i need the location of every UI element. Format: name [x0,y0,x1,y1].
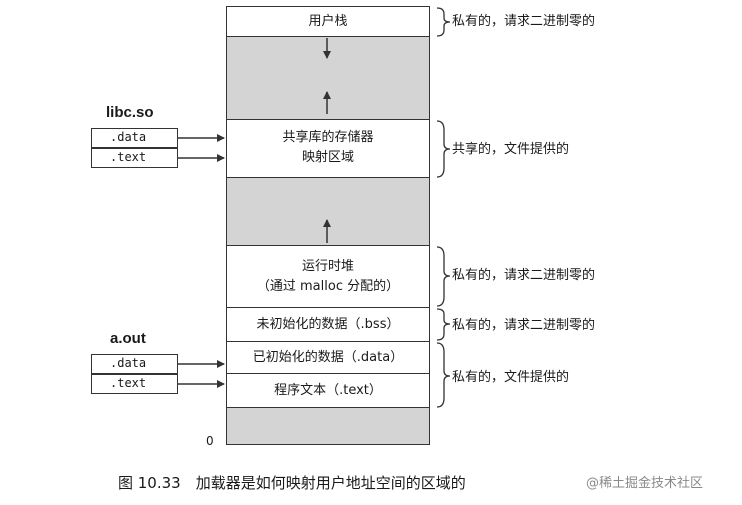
libc-text-box: .text [91,148,178,168]
text-label: 程序文本（.text） [274,383,382,398]
libc-data-box: .data [91,128,178,148]
heap-gap-region [226,177,430,245]
data-text-brace [436,342,451,408]
stack-brace [436,7,451,37]
shared-lib-label-line1: 共享库的存储器 [282,130,374,145]
stack-gap-region [226,36,430,119]
figure-caption: 图 10.33 加载器是如何映射用户地址空间的区域的 [118,474,466,492]
reserved-low-region [226,407,430,445]
address-zero-label: 0 [206,434,214,448]
shared-lib-segment: 共享库的存储器 映射区域 [226,119,430,177]
stack-annotation: 私有的，请求二进制零的 [452,14,596,29]
user-stack-segment: 用户栈 [226,6,430,36]
bss-segment: 未初始化的数据（.bss） [226,307,430,341]
heap-label-line2: （通过 malloc 分配的） [256,279,400,294]
data-segment: 已初始化的数据（.data） [226,341,430,373]
heap-label-line1: 运行时堆 [301,259,354,274]
libc-title: libc.so [106,104,154,121]
watermark: @稀土掘金技术社区 [586,476,704,491]
text-segment: 程序文本（.text） [226,373,430,407]
bss-annotation: 私有的，请求二进制零的 [452,318,596,333]
aout-title: a.out [110,330,146,347]
shared-annotation: 共享的，文件提供的 [452,142,570,157]
user-stack-label: 用户栈 [308,14,348,29]
aout-data-box: .data [91,354,178,374]
heap-segment: 运行时堆 （通过 malloc 分配的） [226,245,430,307]
aout-text-box: .text [91,374,178,394]
bss-label: 未初始化的数据（.bss） [256,317,400,332]
bss-brace [436,308,451,341]
heap-annotation: 私有的，请求二进制零的 [452,268,596,283]
heap-brace [436,246,451,307]
shared-brace [436,120,451,178]
data-label: 已初始化的数据（.data） [252,350,404,365]
shared-lib-label-line2: 映射区域 [301,150,354,165]
data-text-annotation: 私有的，文件提供的 [452,370,570,385]
